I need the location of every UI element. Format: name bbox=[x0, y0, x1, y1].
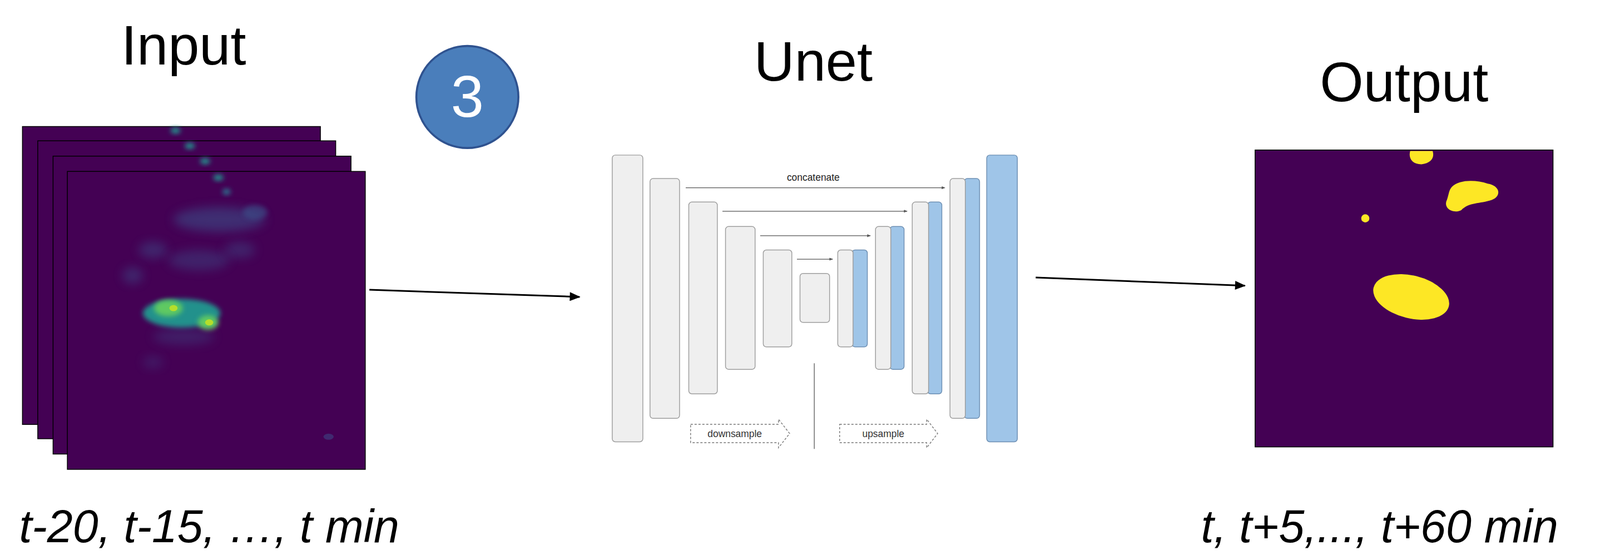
radar-echo bbox=[168, 250, 230, 271]
output-mask: Outputt, t+5,..., t+60 min bbox=[1255, 150, 1554, 448]
radar-echo bbox=[122, 174, 334, 440]
arrow-label: upsample bbox=[862, 428, 905, 440]
input-frames: Inputt-20, t-15, …, t min bbox=[22, 126, 366, 470]
radar-echo bbox=[222, 188, 231, 195]
radar-echo bbox=[224, 241, 256, 259]
radar-echo bbox=[205, 319, 214, 326]
radar-frame-stack bbox=[200, 157, 211, 165]
radar-frame-stack bbox=[67, 171, 366, 470]
unet-figure bbox=[799, 273, 830, 323]
panel-heading: Input bbox=[121, 12, 246, 78]
step-circle: 3 bbox=[414, 43, 521, 151]
dashed-arrow-outline bbox=[839, 419, 938, 448]
radar-echo bbox=[243, 205, 268, 220]
unet-figure bbox=[612, 155, 643, 443]
upsample-arrow: upsample bbox=[838, 418, 939, 449]
illustration-group bbox=[22, 126, 1553, 470]
radar-frame-stack bbox=[184, 142, 195, 150]
arrow-label: downsample bbox=[707, 428, 762, 440]
skip-connection bbox=[796, 258, 833, 260]
circle-outline bbox=[416, 46, 519, 148]
output-mask bbox=[1255, 150, 1554, 448]
skip-connection bbox=[685, 187, 945, 188]
skip-connection bbox=[685, 187, 945, 450]
skip-connection bbox=[760, 235, 871, 236]
unet-figure bbox=[650, 178, 680, 419]
output-mask bbox=[1368, 266, 1455, 328]
output-mask bbox=[1255, 150, 1554, 448]
radar-echo bbox=[122, 267, 143, 284]
flow-arrow bbox=[369, 289, 580, 297]
unet-figure bbox=[927, 201, 943, 394]
output-mask bbox=[1445, 180, 1499, 212]
unet-model: downsampleupsampleUnet bbox=[610, 152, 1019, 452]
skip-connection bbox=[814, 363, 815, 449]
panel-heading: Output bbox=[1319, 49, 1489, 115]
step-number: 3 bbox=[451, 62, 484, 131]
radar-echo bbox=[154, 299, 183, 316]
radar-echo bbox=[212, 174, 224, 181]
radar-frame-stack bbox=[22, 126, 365, 470]
radar-echo bbox=[142, 355, 164, 369]
unet-figure bbox=[986, 155, 1018, 443]
unet-figure bbox=[889, 226, 905, 370]
unet-figure bbox=[875, 226, 891, 370]
unet-figure bbox=[964, 178, 980, 419]
unet-figure bbox=[912, 201, 929, 394]
radar-echo bbox=[197, 315, 219, 330]
unet-figure bbox=[837, 250, 854, 348]
unet-figure bbox=[949, 178, 966, 419]
radar-echo bbox=[152, 328, 215, 345]
radar-echo bbox=[169, 305, 178, 312]
downsample-arrow: downsample bbox=[689, 418, 791, 449]
radar-frame-stack bbox=[170, 127, 181, 134]
unet-figure bbox=[725, 226, 756, 370]
unet-figure bbox=[851, 250, 868, 348]
time-range: t-20, t-15, …, t min bbox=[18, 499, 400, 553]
skip-connection bbox=[722, 210, 908, 212]
unet-figure bbox=[688, 201, 717, 394]
radar-echo bbox=[323, 433, 334, 440]
output-mask bbox=[1361, 214, 1370, 223]
time-range: t, t+5,..., t+60 min bbox=[1201, 499, 1559, 553]
flow-arrow bbox=[1035, 277, 1245, 286]
dashed-arrow-outline bbox=[690, 419, 790, 448]
panel-heading: Unet bbox=[754, 28, 873, 94]
radar-echo bbox=[139, 241, 168, 259]
unet-figure bbox=[612, 155, 1018, 449]
skip-label: concatenate bbox=[785, 171, 842, 183]
unet-figure bbox=[763, 250, 792, 348]
radar-echo bbox=[142, 299, 221, 328]
output-mask bbox=[1409, 151, 1434, 165]
